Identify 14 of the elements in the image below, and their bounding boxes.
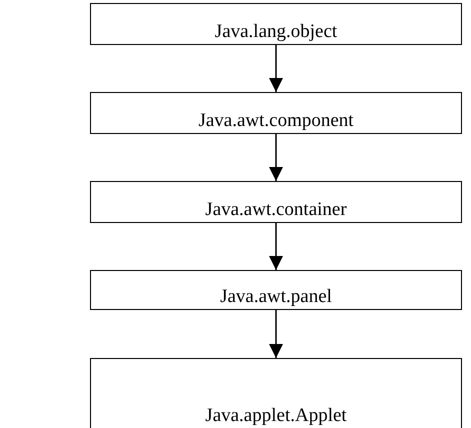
class-box — [90, 270, 462, 310]
class-box — [90, 92, 462, 134]
class-name: Java.awt.panel — [220, 287, 332, 309]
class-box — [90, 3, 462, 45]
class-name: Java.lang.object — [214, 22, 338, 44]
arrow — [269, 223, 283, 270]
arrow — [269, 310, 283, 358]
arrow — [269, 134, 283, 181]
arrow — [269, 45, 283, 92]
class-box — [90, 358, 462, 428]
class-name: Java.awt.component — [198, 111, 354, 133]
class-name: Java.awt.container — [205, 200, 347, 222]
class-name: Java.applet.Applet — [205, 406, 347, 428]
class-box — [90, 181, 462, 223]
